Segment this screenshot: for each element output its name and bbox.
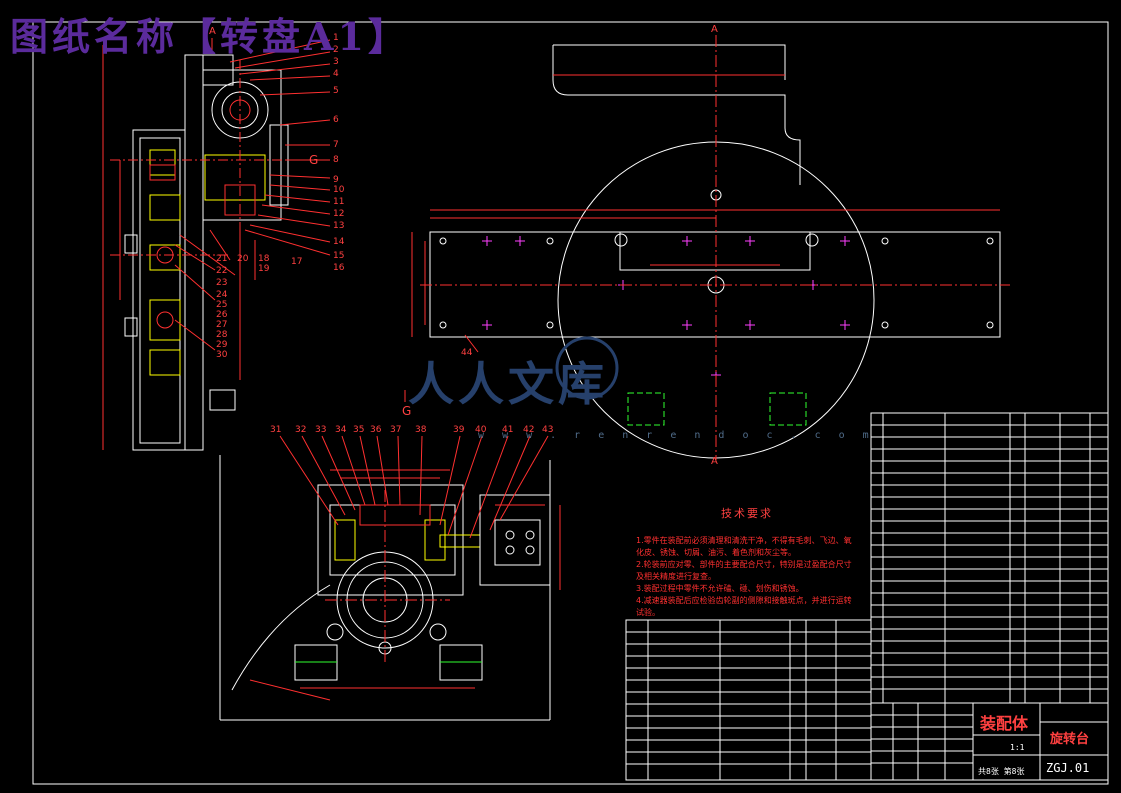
balloon-list-bottom: 31 32 33 34 35 36 37 38 39 40 41 42 43 <box>270 425 560 437</box>
title-block <box>870 702 1109 781</box>
balloon: 39 <box>453 425 465 435</box>
balloon: 20 <box>237 254 249 264</box>
technical-note: 2.轮装前应对零、部件的主要配合尺寸，特别是过盈配合尺寸及相关精度进行复查。 <box>636 560 852 581</box>
section-label-a-top: A <box>711 24 718 35</box>
section-label-a-bottom: A <box>711 456 718 467</box>
balloon: 38 <box>415 425 427 435</box>
balloon: 14 <box>333 237 345 247</box>
parts-list-left <box>625 619 872 781</box>
balloon: 18 <box>258 254 270 264</box>
side-view <box>102 38 406 451</box>
technical-requirements: 技术要求 1.零件在装配前必须清理和清洗干净，不得有毛刺、飞边、氧化皮、锈蚀、切… <box>636 505 858 619</box>
balloon: 25 <box>216 300 228 310</box>
title-block-sheets: 共8张 第8张 <box>978 767 1025 776</box>
watermark-url: w w w . r e n r e n d o c . c o m <box>478 430 875 441</box>
balloon: 17 <box>291 257 303 267</box>
balloon: 28 <box>216 330 228 340</box>
balloon: 42 <box>523 425 535 435</box>
balloon: 15 <box>333 251 345 261</box>
balloon: 19 <box>258 264 270 274</box>
section-label-g-bottom: G <box>402 404 412 418</box>
balloon: 4 <box>333 69 339 79</box>
title-block-drawing-number: ZGJ.01 <box>1046 761 1090 775</box>
balloon: 1 <box>333 33 339 43</box>
parts-list-right <box>870 412 1109 704</box>
balloon: 11 <box>333 197 345 207</box>
balloon: 27 <box>216 320 228 330</box>
section-label-a-left: A <box>209 26 216 37</box>
balloon: 35 <box>353 425 365 435</box>
drawing-title-banner: 图纸名称【转盘A1】 <box>10 14 410 59</box>
title-block-assembly: 装配体 <box>980 714 1029 733</box>
technical-note: 3.装配过程中零件不允许磕、碰、划伤和锈蚀。 <box>636 584 804 593</box>
technical-requirements-heading: 技术要求 <box>721 507 773 520</box>
balloon: 16 <box>333 263 345 273</box>
balloon: 40 <box>475 425 487 435</box>
balloon: 29 <box>216 340 228 350</box>
balloon: 21 <box>216 254 228 264</box>
section-view-g <box>219 435 561 721</box>
balloon: 34 <box>335 425 347 435</box>
drawing-border <box>32 21 1109 785</box>
balloon: 22 <box>216 266 228 276</box>
balloon: 10 <box>333 185 345 195</box>
balloon: 5 <box>333 86 339 96</box>
balloon: 41 <box>502 425 514 435</box>
balloon: 31 <box>270 425 282 435</box>
title-block-scale: 1:1 <box>1010 743 1025 752</box>
balloon: 13 <box>333 221 345 231</box>
balloon: 33 <box>315 425 327 435</box>
balloon: 37 <box>390 425 402 435</box>
balloon: 7 <box>333 140 339 150</box>
balloon-44: 44 <box>461 348 473 358</box>
balloon: 3 <box>333 57 339 67</box>
balloon: 43 <box>542 425 554 435</box>
technical-note: 1.零件在装配前必须清理和清洗干净，不得有毛刺、飞边、氧化皮、锈蚀、切屑、油污、… <box>636 536 852 557</box>
watermark-logo <box>555 336 619 400</box>
balloon: 9 <box>333 175 339 185</box>
balloon: 30 <box>216 350 228 360</box>
balloon: 12 <box>333 209 345 219</box>
balloon: 36 <box>370 425 382 435</box>
balloon: 26 <box>216 310 228 320</box>
balloon: 6 <box>333 115 339 125</box>
watermark-brand: 人人文库 <box>408 357 608 411</box>
balloon: 2 <box>333 45 339 55</box>
balloon: 32 <box>295 425 307 435</box>
section-label-g-side: G <box>309 153 319 167</box>
balloon: 23 <box>216 278 228 288</box>
balloon: 8 <box>333 155 339 165</box>
top-view <box>411 35 1010 460</box>
balloon: 24 <box>216 290 228 300</box>
technical-note: 4.减速器装配后应检验齿轮副的侧隙和接触斑点，并进行运转试验。 <box>636 596 852 617</box>
title-block-name: 旋转台 <box>1050 732 1090 747</box>
